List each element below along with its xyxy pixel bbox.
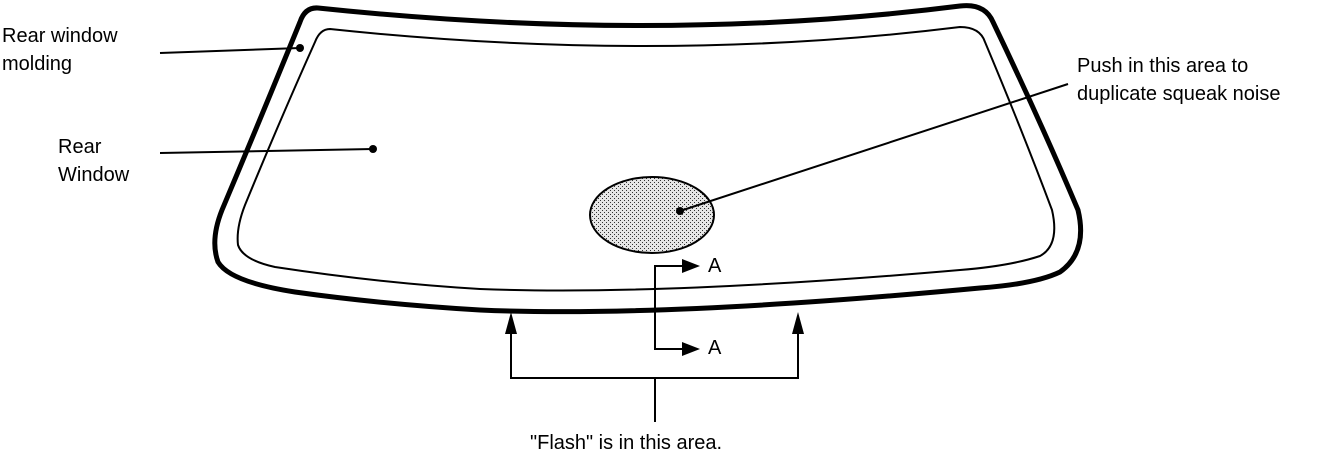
window-label-line-2: Window [58,164,130,186]
squeak-area-label: Push in this area to duplicate squeak no… [1077,52,1280,108]
section-marker-bottom: A [708,337,722,359]
section-line [654,265,682,350]
section-arrow-top [682,259,700,273]
section-arrow-bottom [682,342,700,356]
window-glass-outline [236,26,1056,292]
flash-arrow-left [505,312,517,334]
rear-window-label: Rear Window [58,133,129,189]
section-marker-top: A [708,255,722,277]
molding-label-line-1: Rear window [2,25,118,47]
squeak-leader-line [679,83,1069,212]
squeak-leader-dot [676,207,684,215]
molding-leader-line [159,47,301,54]
flash-arrow-right [792,312,804,334]
window-molding-outline [212,3,1084,315]
window-leader-line [159,148,374,154]
squeak-label-line-2: duplicate squeak noise [1077,83,1281,105]
squeak-label-line-1: Push in this area to [1077,55,1249,77]
molding-label-line-2: molding [2,53,73,75]
squeak-area [589,176,715,254]
flash-area-label: "Flash" is in this area. [530,432,723,454]
rear-window-molding-label: Rear window molding [2,22,118,78]
window-label-line-1: Rear [58,136,102,158]
window-leader-dot [369,145,377,153]
molding-leader-dot [296,44,304,52]
